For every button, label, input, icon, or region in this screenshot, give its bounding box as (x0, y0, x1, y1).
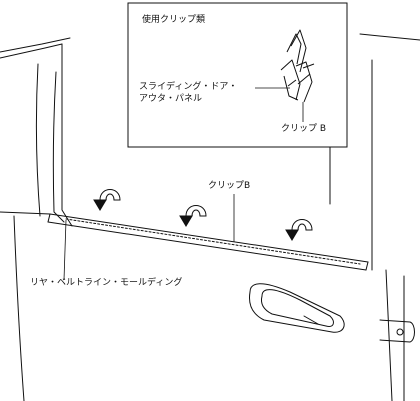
door-lower-panel (385, 269, 393, 401)
handle-keyhole (303, 315, 319, 325)
belt-molding-top (49, 213, 369, 263)
curved-arrow-down-icon (285, 219, 313, 241)
part-label-line1: スライディング・ドア・ (139, 82, 238, 92)
inset-frame (127, 2, 348, 148)
rear-body-line (359, 33, 420, 41)
pillar-inner-frame (61, 43, 73, 227)
removal-arrows (93, 189, 313, 241)
inset-clip-label: クリップ B (281, 124, 327, 134)
belt-molding-start (47, 213, 51, 223)
curved-arrow-down-icon (93, 189, 121, 211)
door-handle-recess (249, 283, 345, 333)
curved-arrow-down-icon (179, 205, 207, 227)
door-handle (261, 289, 334, 327)
pillar-outer (0, 43, 63, 59)
leader-molding (63, 219, 67, 281)
molding-label: リヤ・ベルトライン・モールディング (30, 278, 183, 288)
inset-title: 使用クリップ類 (142, 15, 206, 25)
belt-molding-clip-line (65, 218, 361, 265)
belt-molding-end (365, 261, 369, 271)
main-clip-label: クリップB (208, 181, 251, 191)
window-opening (52, 71, 65, 223)
part-label-line2: アウタ・パネル (139, 94, 203, 104)
rear-lower-recess (379, 319, 415, 343)
belt-molding-bottom (47, 221, 367, 271)
door-front-edge (13, 215, 25, 401)
pillar-edge (35, 63, 41, 217)
clip-b-drawing (280, 29, 315, 103)
roof-line (0, 37, 71, 53)
rear-keyhole (396, 328, 404, 336)
door-top-edge (0, 211, 51, 215)
